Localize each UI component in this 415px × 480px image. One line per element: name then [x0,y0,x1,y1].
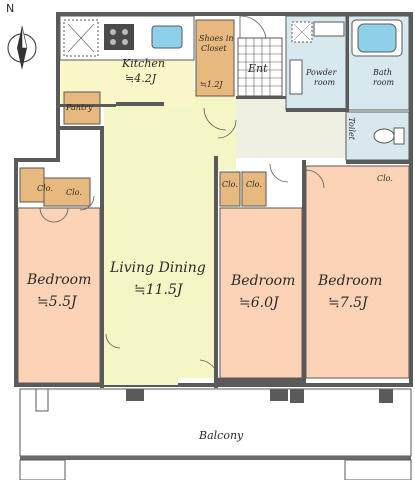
entrance-floor [237,37,283,97]
closet-right-1-label: Clo. [377,174,393,183]
bedroom-left-name: Bedroom [27,272,92,288]
living-dining-floor [104,90,236,385]
bedroom-left-size: ≒5.5J [37,294,77,310]
bedroom-right-floor [305,165,410,379]
bedroom-left-floor [17,207,101,384]
stove [104,24,134,50]
bedroom-right-name: Bedroom [318,273,383,289]
closet-left-2-label: Clo. [66,188,82,197]
kitchen-size: ≒4.2J [125,72,157,85]
closet-left-1-label: Clo. [37,184,53,193]
closet-center-1 [219,171,241,207]
kitchen-name: Kitchen [122,57,165,70]
shoes-closet-line1: Shoes in [199,34,234,43]
exterior-walls [14,12,413,387]
balcony [19,388,412,480]
shoes-closet-size: ≒1.2J [200,80,223,89]
balcony-name: Balcony [199,429,244,442]
pantry-room [63,91,101,125]
bath-room-line1: Bath [373,68,393,77]
toilet-name: Toilet [346,117,356,140]
bedroom-center-floor [219,207,303,379]
closet-center-2-label: Clo. [246,180,262,189]
closet-left-2 [43,177,91,207]
powder-room-line1: Powder [306,68,337,77]
closet-center-2 [241,171,267,207]
shoes-closet-line2: Closet [201,44,227,53]
pantry-name: Pantry [66,103,93,112]
bedroom-center-size: ≒6.0J [239,295,279,311]
closet-left-1 [19,167,45,203]
vanity-sink [289,59,303,95]
entrance-tile-grid [238,38,282,96]
sink [151,25,183,49]
closet-center-1-label: Clo. [222,180,238,189]
toilet-bowl [373,128,395,144]
north-compass-icon [7,25,37,70]
shoes-closet [195,19,235,97]
entrance-door-swing [239,15,267,39]
bedroom-right-size: ≒7.5J [328,295,368,311]
entrance-name: Ent [248,62,268,75]
powder-room-line2: room [314,78,336,87]
bedroom-center-name: Bedroom [231,273,296,289]
living-dining-name: Living Dining [110,260,206,276]
compass-label: N [6,2,15,15]
living-dining-size: ≒11.5J [134,282,183,298]
bath-room-line2: room [373,78,395,87]
